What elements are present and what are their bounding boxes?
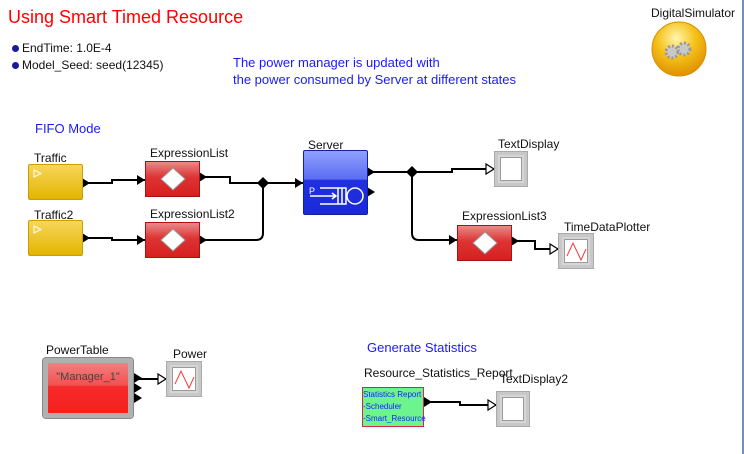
queue-icon: P: [309, 186, 364, 205]
play-icon: [33, 169, 42, 178]
port-arrow-input: [485, 162, 496, 176]
plotter-label: TimeDataPlotter: [564, 220, 651, 234]
power-plotter-actor[interactable]: [166, 361, 202, 397]
annotation-line1: The power manager is updated with: [233, 55, 440, 70]
param-text: Model_Seed: seed(12345): [22, 58, 164, 72]
port-arrow: [82, 178, 90, 188]
wire-server-textdisplay: [367, 168, 494, 173]
server-port-label: P: [309, 186, 315, 196]
expr2-label: ExpressionList2: [150, 207, 235, 221]
director-label: DigitalSimulator: [651, 6, 736, 20]
server-actor[interactable]: P: [303, 150, 368, 215]
port-arrow: [134, 373, 142, 383]
wire-expr1-server: [199, 176, 303, 184]
play-icon: [33, 225, 42, 234]
traffic-actor[interactable]: [28, 164, 83, 200]
report-line: -Scheduler: [363, 402, 402, 411]
report-label: Resource_Statistics_Report: [364, 366, 513, 380]
resource-statistics-report-actor[interactable]: Statistics Report -Scheduler -Smart_Reso…: [362, 387, 426, 427]
gears-icon: [651, 21, 707, 77]
annotation-line2: the power consumed by Server at differen…: [233, 72, 517, 87]
port-arrow: [137, 175, 145, 185]
wire-traffic2-expr2: [82, 237, 145, 241]
textdisplay-actor[interactable]: [494, 151, 528, 187]
port-arrow: [367, 167, 375, 177]
section-generate-statistics: Generate Statistics: [367, 340, 477, 355]
report-line: Statistics Report: [363, 390, 422, 399]
time-data-plotter-actor[interactable]: [558, 233, 594, 269]
port-arrow: [82, 233, 90, 243]
section-fifo-mode: FIFO Mode: [35, 121, 101, 136]
wire-traffic-expr1: [82, 179, 145, 184]
param-model-seed[interactable]: Model_Seed: seed(12345): [12, 58, 163, 72]
port-arrow-input: [157, 372, 168, 386]
port-arrow: [199, 172, 207, 182]
digital-simulator-director[interactable]: [651, 21, 707, 77]
port-arrow-input: [487, 398, 498, 412]
junction-relation: [257, 177, 269, 189]
expression-list-actor[interactable]: [145, 161, 200, 197]
port-arrow: [199, 235, 207, 245]
powertable-actor[interactable]: "Manager_1": [43, 358, 133, 418]
power-label: Power: [173, 347, 208, 361]
report-line: -Smart_Resource: [363, 414, 426, 423]
bullet-icon: [12, 62, 19, 70]
expr3-label: ExpressionList3: [462, 209, 547, 223]
powertable-value: "Manager_1": [56, 371, 120, 383]
diamond-icon: [160, 228, 186, 252]
textdisplay2-actor[interactable]: [496, 391, 530, 427]
port-arrow: [449, 235, 457, 245]
port-arrow-input: [549, 242, 560, 256]
traffic2-label: Traffic2: [34, 208, 74, 222]
expr1-label: ExpressionList: [150, 146, 229, 160]
port-arrow: [137, 235, 145, 245]
expression-list3-actor[interactable]: [457, 225, 512, 261]
diagram-title: Using Smart Timed Resource: [8, 7, 244, 27]
server-label: Server: [308, 138, 344, 152]
wire-junction-expr3: [411, 172, 457, 241]
port-arrow: [511, 236, 519, 246]
port-arrow: [134, 383, 142, 393]
port-arrow: [424, 397, 432, 407]
plot-icon: [566, 241, 587, 262]
wire-report-textdisplay2: [424, 401, 496, 406]
traffic2-actor[interactable]: [28, 220, 83, 256]
diamond-icon: [472, 231, 498, 255]
junction-relation: [406, 166, 418, 178]
traffic-label: Traffic: [34, 151, 67, 165]
textdisplay-label: TextDisplay: [498, 137, 560, 151]
textdisplay2-label: TextDisplay2: [500, 372, 569, 386]
expression-list2-actor[interactable]: [145, 222, 200, 258]
wire-expr3-plotter: [511, 240, 558, 250]
powertable-label: PowerTable: [46, 343, 109, 357]
wire-expr2-junction: [199, 183, 264, 241]
port-arrow: [367, 187, 375, 197]
param-text: EndTime: 1.0E-4: [22, 41, 112, 55]
param-endtime[interactable]: EndTime: 1.0E-4: [12, 41, 112, 55]
plot-icon: [174, 369, 195, 390]
diamond-icon: [160, 167, 186, 191]
bullet-icon: [12, 45, 19, 53]
port-arrow: [295, 178, 303, 188]
port-arrow: [134, 393, 142, 403]
